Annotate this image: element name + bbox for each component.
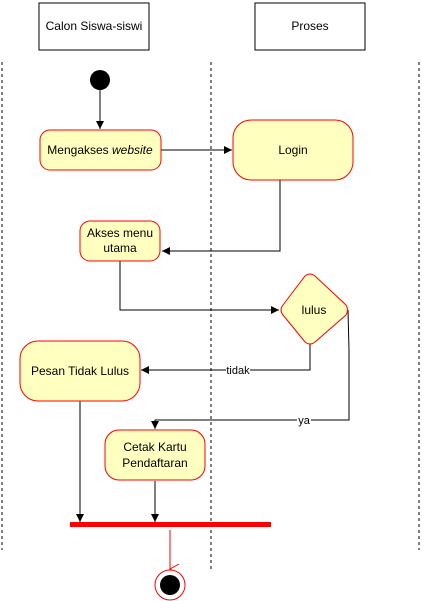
edge-label-tidak: tidak [226,365,250,377]
activity-cetak-line1: Cetak Kartu [123,440,186,454]
activity-cetak-kartu: Cetak Kartu Pendaftaran [104,429,206,481]
activity-mengakses-label: Mengakses website [47,143,153,157]
sync-bar [70,522,271,527]
lane-header-right-label: Proses [291,19,328,33]
edge-akses-menu-to-lulus [119,261,279,314]
activity-login-label: Login [278,143,307,157]
final-node [154,569,186,601]
edge-lulus-to-pesan [141,343,311,374]
activity-login: Login [232,119,354,181]
lane-header-left: Calon Siswa-siswi [38,2,150,51]
edge-lulus-to-cetak [151,309,350,429]
decision-lulus: lulus [280,273,348,345]
activity-pesan-label: Pesan Tidak Lulus [31,364,129,378]
edge-label-ya: ya [298,415,311,427]
lane-header-left-label: Calon Siswa-siswi [46,19,143,33]
initial-node [90,70,110,90]
activity-cetak-line2: Pendaftaran [122,456,187,470]
activity-pesan-tidak-lulus: Pesan Tidak Lulus [19,340,141,402]
activity-akses-menu-utama: Akses menu utama [79,220,161,262]
activity-akses-menu-line2: utama [103,241,137,255]
edge-login-to-akses-menu [162,180,281,255]
decision-lulus-label: lulus [302,303,327,317]
activity-mengakses-website: Mengakses website [39,129,162,171]
lane-header-right: Proses [254,2,366,51]
activity-akses-menu-line1: Akses menu [87,226,153,240]
